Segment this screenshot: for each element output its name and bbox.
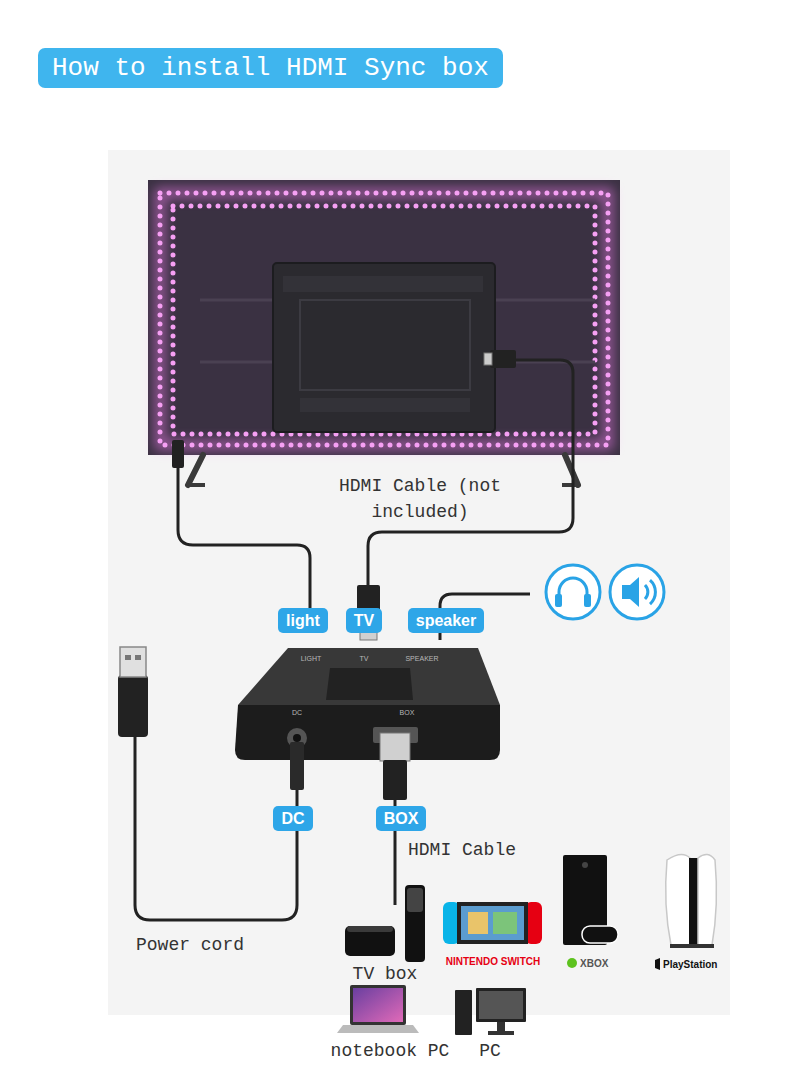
cable-note: HDMI Cable (not included) xyxy=(335,473,505,525)
port-name: speaker xyxy=(416,610,477,631)
cable-label: HDMI Cable xyxy=(408,837,516,863)
usb-plug xyxy=(118,647,148,737)
xbox-icon xyxy=(563,855,618,968)
brand-logo: NINTENDO SWITCH xyxy=(446,955,540,968)
printed-port-name: TV xyxy=(360,654,369,663)
speaker-icon xyxy=(610,565,664,619)
device-label: PC xyxy=(479,1038,501,1064)
hdmi-plug-box xyxy=(380,733,410,800)
brand-logo: PlayStation xyxy=(663,958,717,971)
port-label: DC xyxy=(273,806,312,831)
printed-port-name: BOX xyxy=(400,708,415,717)
title-banner: How to install HDMI Sync box xyxy=(38,48,503,88)
light-connector xyxy=(172,440,184,468)
cables xyxy=(135,360,573,920)
printed-port-name: LIGHT xyxy=(301,654,322,663)
port-label: light xyxy=(278,608,328,633)
cable-label: Power cord xyxy=(136,932,244,958)
dc-plug xyxy=(290,742,304,790)
port-label: speaker xyxy=(408,608,485,633)
headphone-icon xyxy=(546,565,600,619)
port-name: DC xyxy=(281,808,304,829)
port-name: TV xyxy=(354,610,374,631)
port-label: BOX xyxy=(376,806,427,831)
port-label: TV xyxy=(346,608,382,633)
hdmi-plug-tv xyxy=(484,350,516,368)
notebook-icon xyxy=(337,985,419,1033)
device-label: notebook PC xyxy=(331,1038,450,1064)
brand-logo: XBOX xyxy=(580,957,608,970)
sync-box xyxy=(235,648,500,760)
device-label: TV box xyxy=(353,961,418,987)
port-name: BOX xyxy=(384,808,419,829)
printed-port-name: DC xyxy=(292,708,302,717)
switch-icon xyxy=(443,902,542,944)
tv-back xyxy=(148,180,620,485)
printed-port-name: SPEAKER xyxy=(405,654,438,663)
pc-icon xyxy=(455,988,526,1035)
port-name: light xyxy=(286,610,320,631)
tv-box-icon xyxy=(345,885,425,962)
background-panel xyxy=(108,150,730,1015)
playstation-icon xyxy=(655,854,716,970)
